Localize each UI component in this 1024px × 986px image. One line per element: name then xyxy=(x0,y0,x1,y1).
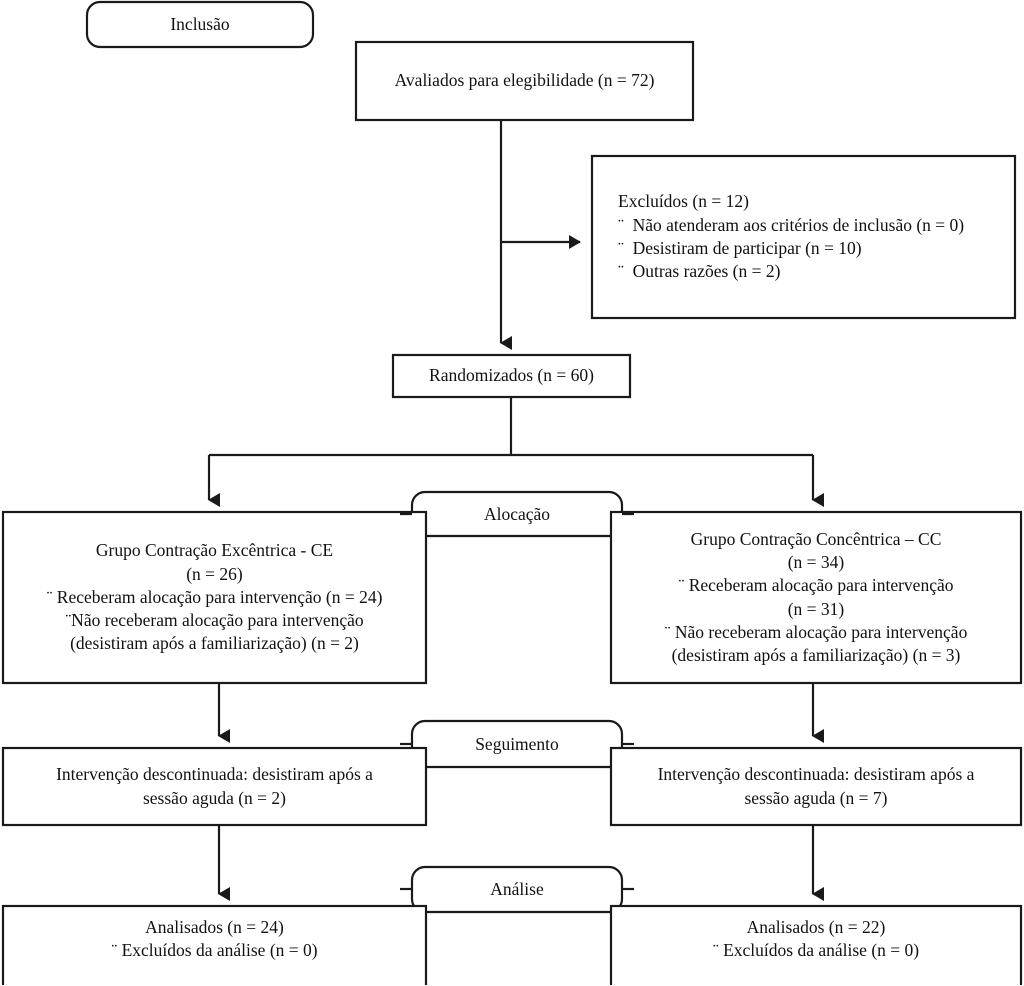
text-line: Grupo Contração Concêntrica – CC xyxy=(690,528,942,549)
text-line: (n = 26) xyxy=(186,563,243,584)
text-line: ¨ Excluídos da análise (n = 0) xyxy=(111,940,318,961)
text-line: ¨ Outras razões (n = 2) xyxy=(618,261,781,282)
stage-box-inclusion xyxy=(85,0,315,49)
node-assessed-for-eligibility: Avaliados para elegibilidade (n = 72) xyxy=(356,42,693,120)
text-line: (n = 31) xyxy=(787,598,845,619)
box-followup-right xyxy=(609,746,1023,827)
box-allocation-left xyxy=(1,510,428,685)
text-line: ¨ Excluídos da análise (n = 0) xyxy=(712,940,920,961)
box-allocation-right xyxy=(609,510,1023,685)
text-line: (desistiram após a familiarização) (n = … xyxy=(70,633,359,654)
node-analysis-concentric: Analisados (n = 22) ¨ Excluídos da anális… xyxy=(611,906,1021,986)
text-line: Intervenção descontinuada: desistiram ap… xyxy=(56,764,373,785)
node-followup-eccentric: Intervenção descontinuada: desistiram ap… xyxy=(3,748,426,825)
node-allocation-eccentric-group: Grupo Contração Excêntrica - CE(n = 26)¨… xyxy=(3,512,426,683)
node-allocation-concentric-group: Grupo Contração Concêntrica – CC(n = 34)… xyxy=(611,512,1021,683)
text-line: Grupo Contração Excêntrica - CE xyxy=(95,540,334,561)
text-line: ¨ Receberam alocação para intervenção xyxy=(678,575,954,596)
text-line: Excluídos (n = 12) xyxy=(618,191,749,212)
box-excluded xyxy=(590,154,1017,320)
node-analysis-eccentric: Analisados (n = 24) ¨ Excluídos da anális… xyxy=(3,906,426,986)
text-line: ¨Não receberam alocação para intervenção xyxy=(65,610,364,631)
text-line: (n = 34) xyxy=(787,551,845,572)
text-line: ¨ Não atenderam aos critérios de inclusã… xyxy=(618,214,965,235)
text-line: sessão aguda (n = 7) xyxy=(744,787,888,808)
node-followup-concentric: Intervenção descontinuada: desistiram ap… xyxy=(611,748,1021,825)
node-excluded: Excluídos (n = 12)¨ Não atenderam aos cr… xyxy=(600,156,1015,318)
stage-label-followup: Seguimento xyxy=(475,733,559,754)
text-line: sessão aguda (n = 2) xyxy=(142,787,287,808)
box-assessed xyxy=(354,40,695,122)
box-followup-left xyxy=(1,746,428,827)
text-line: ¨ Receberam alocação para intervenção (n… xyxy=(46,586,383,607)
text-line: ¨ Não receberam alocação para intervençã… xyxy=(664,621,968,642)
stage-label-analysis: Análise xyxy=(490,879,544,899)
text-line: Analisados (n = 24) xyxy=(145,917,284,937)
box-analysis-left xyxy=(1,904,428,985)
text-line: ¨ Desistiram de participar (n = 10) xyxy=(618,238,862,258)
stage-label-inclusion: Inclusão xyxy=(170,14,230,34)
text-line: Avaliados para elegibilidade (n = 72) xyxy=(394,70,655,91)
node-randomized: Randomizados (n = 60) xyxy=(393,355,630,397)
text-line: Analisados (n = 22) xyxy=(746,917,886,937)
text-line: Randomizados (n = 60) xyxy=(429,365,594,386)
box-analysis-right xyxy=(609,904,1023,985)
text-line: Intervenção descontinuada: desistiram ap… xyxy=(657,764,975,785)
text-line: (desistiram após a familiarização) (n = … xyxy=(671,645,961,666)
stage-label-allocation: Alocação xyxy=(483,503,551,524)
